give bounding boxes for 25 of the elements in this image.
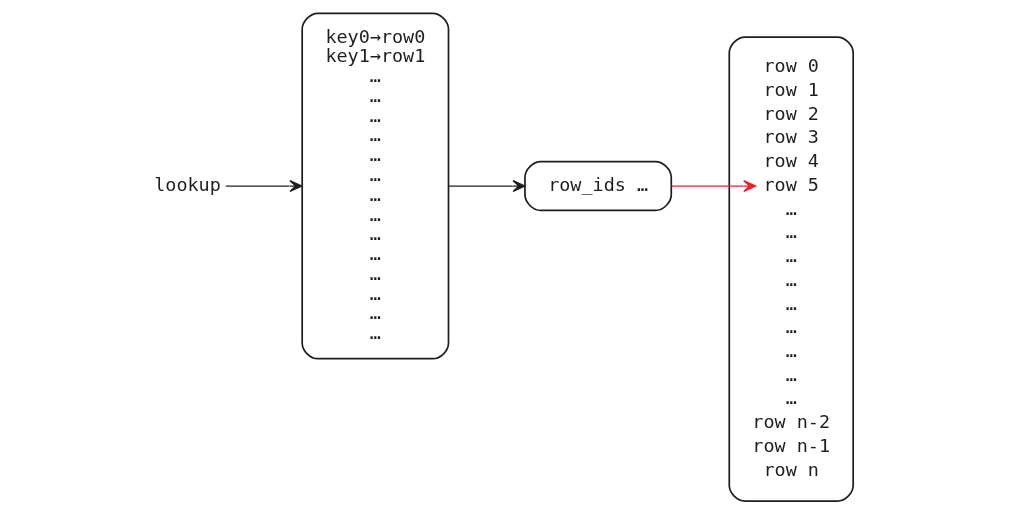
- node-text: …: [785, 221, 797, 243]
- node-text: …: [785, 245, 797, 267]
- arrow: [225, 180, 303, 193]
- node-text: …: [785, 197, 797, 219]
- cluster: [728, 36, 855, 502]
- node-text: row 2: [763, 102, 819, 124]
- node-text: …: [785, 268, 797, 290]
- node-box: key0→row0 key1→row1 … … … … … … … … … … … … … …: [301, 12, 450, 360]
- node-text: …: [785, 387, 797, 409]
- node-text: row 1: [763, 79, 819, 101]
- node-text: row n-2: [752, 411, 831, 433]
- node-box: row_ids …: [524, 160, 673, 212]
- node-text: …: [785, 316, 797, 338]
- node-text: row 5: [763, 173, 819, 195]
- node-text: …: [785, 292, 797, 314]
- arrow: [448, 180, 526, 193]
- node-text: …: [785, 363, 797, 385]
- node-text: row 0: [763, 55, 819, 77]
- node-text: row 4: [763, 150, 819, 172]
- node-text: lookup: [154, 173, 221, 195]
- node-text: row 3: [763, 126, 819, 148]
- arrow: [670, 180, 757, 193]
- node-text: row n: [763, 458, 819, 480]
- node-text: …: [785, 340, 797, 362]
- node-text: row n-1: [752, 434, 831, 456]
